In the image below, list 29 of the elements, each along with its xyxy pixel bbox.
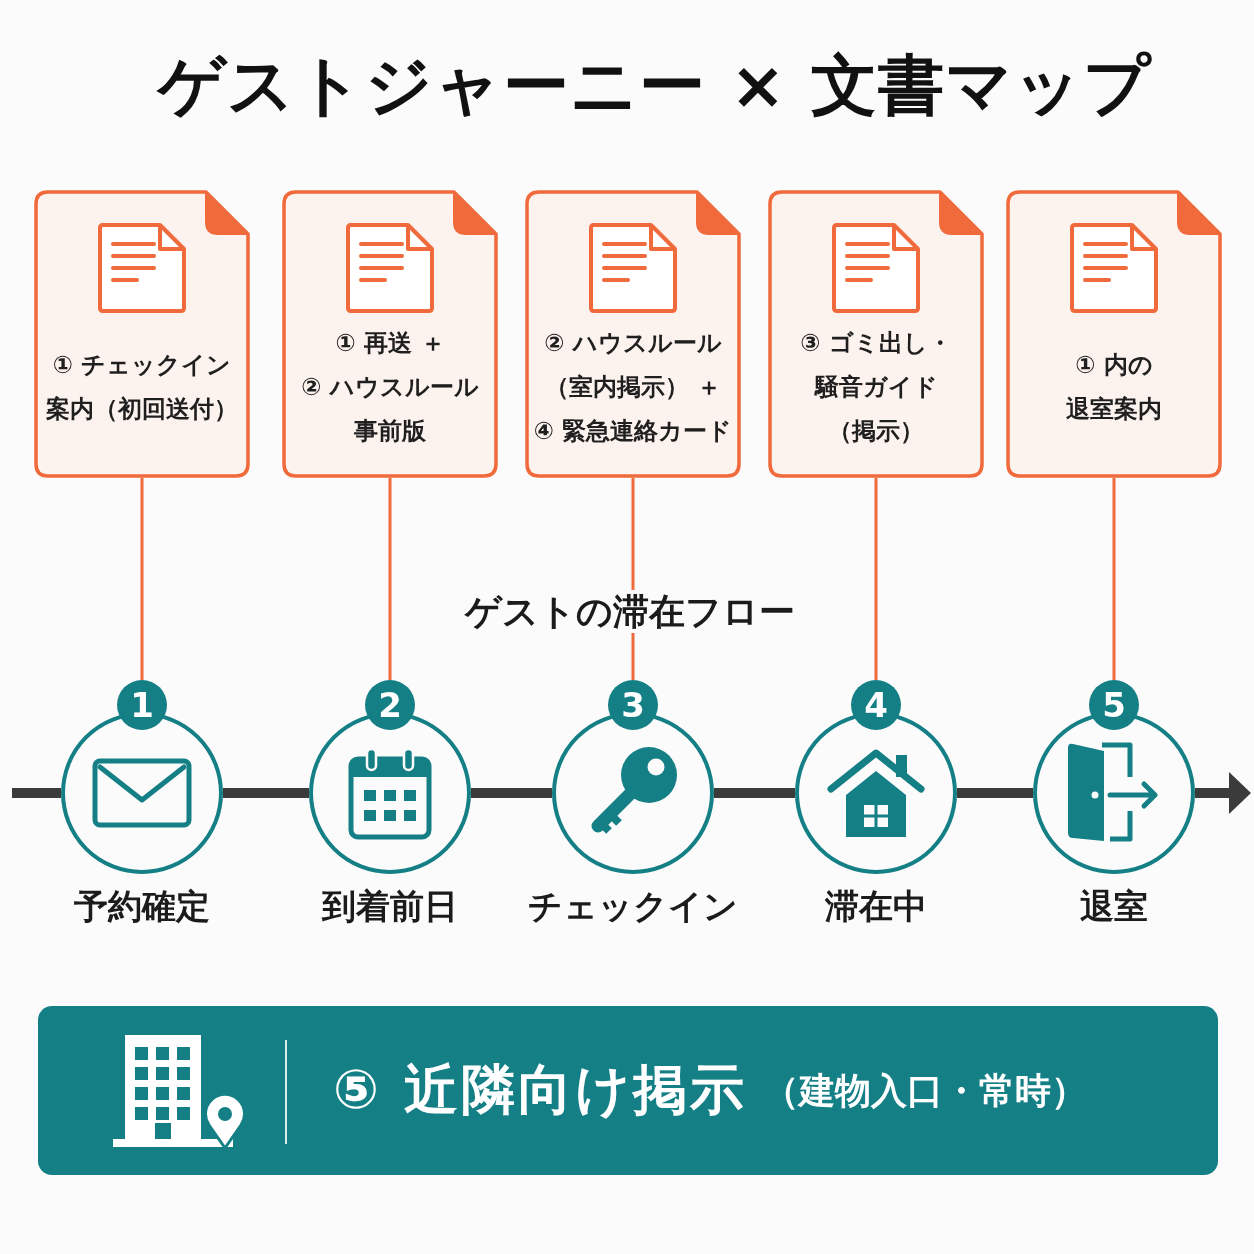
step-label: チェックイン <box>528 886 738 927</box>
step-number: 4 <box>851 680 901 730</box>
step-label: 予約確定 <box>74 886 210 927</box>
step-label: 到着前日 <box>322 886 458 927</box>
step-number: 1 <box>117 680 167 730</box>
timeline-line <box>957 788 1033 798</box>
connector-line <box>874 478 878 680</box>
step-label: 滞在中 <box>825 886 927 927</box>
document-label: ① チェックイン案内（初回送付） <box>46 350 238 425</box>
timeline-line <box>471 788 552 798</box>
step-number: 5 <box>1089 680 1139 730</box>
banner-note: （建物入口・常時） <box>762 1068 1087 1113</box>
timeline-line <box>223 788 309 798</box>
connector-line <box>140 478 144 680</box>
title: ゲストジャーニー × 文書マップ <box>158 46 1152 126</box>
step-number: 3 <box>608 680 658 730</box>
step-number: 2 <box>365 680 415 730</box>
document-label: ③ ゴミ出し・騒音ガイド（掲示） <box>800 328 952 447</box>
step-label: 退室 <box>1080 886 1148 927</box>
document-label: ① 再送 ＋② ハウスルール事前版 <box>301 328 479 447</box>
timeline-line <box>12 788 61 798</box>
connector-line <box>388 478 392 680</box>
banner-title: ⑤ 近隣向け掲示 <box>333 1058 747 1123</box>
document-label: ② ハウスルール（室内掲示） ＋④ 緊急連絡カード <box>533 328 733 447</box>
timeline-arrow <box>1195 772 1251 814</box>
connector-line <box>1112 478 1116 680</box>
document-label: ① 内の退室案内 <box>1066 350 1162 425</box>
timeline-line <box>714 788 795 798</box>
info-banner <box>38 1006 1218 1175</box>
